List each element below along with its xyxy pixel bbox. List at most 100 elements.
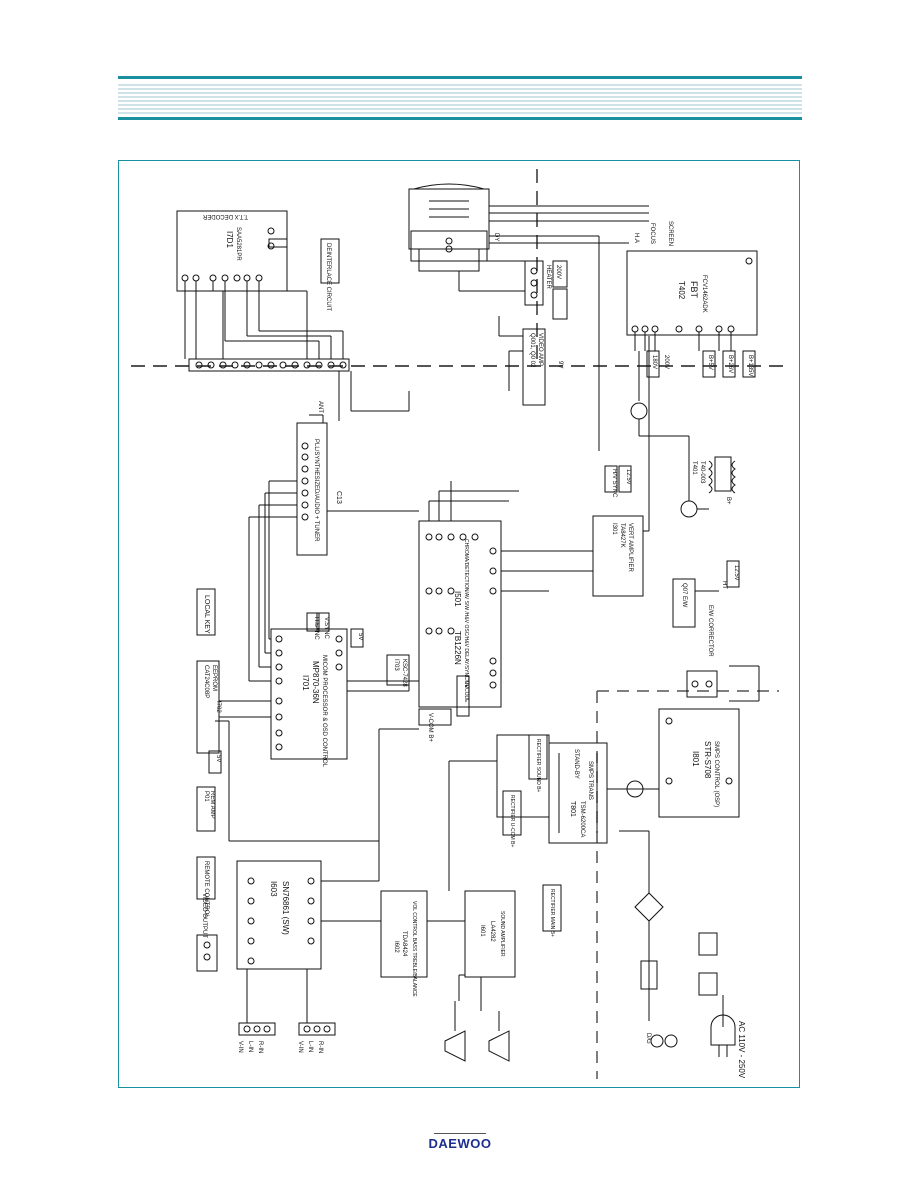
daewoo-logo: DAEWOO [428,1136,492,1151]
micom-part: MP870-36N [311,661,320,704]
sound-ctrl-part: TDA8424 [401,931,407,957]
vert-amp-name: VERT AMPLIFIER [627,523,633,572]
eeprom-block [196,660,220,754]
rectifier-ucom [502,790,522,836]
video-amp-9v: 9V [557,361,563,368]
fbt-out-b135v: B+135V [747,355,753,377]
vert-hv-sync: H/V SYNC [611,469,617,498]
micom-ref: I701 [301,675,310,691]
vert-12v: 12.5V [625,469,631,485]
chroma-ic-block [418,520,502,708]
keypad-ref: I703 [393,659,399,671]
local-key-label: LOCAL KEY [203,595,210,634]
ttx-ref: I7D1 [225,231,234,248]
chroma-vcc: V-COM B+ [427,713,433,742]
vert-amp-part: TA8427K [619,523,625,548]
sound-amp-ref: I601 [479,925,485,937]
rect-main-label: RECTIFIER MAIN B+ [549,889,555,937]
connector-strip [188,358,350,372]
video-amp-block [522,328,546,406]
fbt-out-b26v: B+26V [727,355,733,373]
fbt-block [626,250,758,336]
local-key-block [196,588,216,636]
page-header [118,76,802,120]
micom-block [270,628,348,760]
ew-corrector-block [672,578,696,628]
hdt-part: T40-003 [699,461,705,484]
smps-trans-ref: T801 [569,801,576,817]
fbt-name: FBT [689,281,699,299]
micom-vsync: V.SYNC [323,617,329,639]
sound-ctrl-name: VOL CONTROL BASS TREBLE/BALANCE [411,901,417,997]
heater-label: HEATER [545,265,551,290]
hdt-b: B+ [725,497,731,505]
rca2-rin: R-IN [317,1041,323,1053]
remote-block [196,856,216,900]
tuner-block [296,422,328,556]
deinterlace-block [320,238,340,284]
fbt-out-b5v: B+5V [707,355,713,370]
chroma-part: TB1226N [453,631,462,665]
eeprom-part: CAT24C08P [203,665,209,698]
block-diagram: T.T.X DECODER I7D1 SAA5281PR DEINTERLACE… [131,169,789,1079]
video-output-connector [196,934,218,972]
ac-input-label: AC 110V - 250V [737,1021,746,1079]
sound-ctrl-ref: I602 [393,941,399,953]
rem-amp-block [196,786,216,832]
smps-standby: STAND-BY [573,749,579,779]
fbt-ref: T402 [677,281,686,300]
keypad-part: KSC-7428 [401,659,407,687]
rca-input-1 [238,1022,276,1036]
deinterlace-label: DEINTERLACE CIRCUIT [325,243,331,311]
vert-amp-ref: I301 [611,523,617,535]
hdt-ref: T401 [691,461,697,475]
chroma-9v: 9V [463,681,469,688]
rca-input-2 [298,1022,336,1036]
micom-hsync: H.SYNC [313,617,319,640]
tuner-name: PLL/SYNTHESIZED/AUDIO + TUNER [313,439,319,542]
eeprom-5v: 5V [215,755,221,762]
smps-trans-part: TSM-6200CA [579,801,585,837]
heater-connector [524,260,544,306]
rca1-vin: V-IN [237,1041,243,1053]
rectifier-group [496,734,550,818]
vertical-amp-block [592,515,644,597]
rca2-lin: L-IN [307,1041,313,1052]
ew-12v: 12.5V [733,565,739,581]
eeprom-name: EEPROM [211,665,217,691]
rem-ref: P01 [203,791,209,802]
sound-control-block [380,890,428,978]
sound-amp-part: LA4282 [489,921,495,942]
rca2-vin: V-IN [297,1041,303,1053]
fbt-out-180v: 180V [651,355,657,369]
ew-ref: Q07 E/W [681,583,687,608]
speaker-right [488,1030,510,1062]
fbt-ha: H.A [633,233,639,243]
smps-control-block [658,708,740,818]
dg-label: D/G [645,1033,651,1044]
av-switch-ref: I603 [269,881,278,897]
ttx-title: T.T.X DECODER [202,213,248,219]
bridge-rectifier [634,892,664,922]
smps-ctrl-ref: I801 [691,751,700,767]
chroma-ref: I501 [453,591,462,607]
footer-rule [434,1133,486,1134]
remote-label: REMOTE CONTROL [203,861,209,918]
fbt-screen: SCREEN [667,221,673,246]
ew-ht: HT [721,581,727,589]
fbt-part: FCV1462ADK [701,275,707,313]
video-amp-name: VIDEO AMP [537,333,543,366]
video-output-label: VIDEO OUTPUT [201,893,207,938]
sound-amp-block [464,890,516,978]
crt-200v: 200V [555,265,561,279]
av-switch-part: SN76861 (SW) [281,881,290,935]
smps-ctrl-part: STR-S708 [703,741,712,779]
ant-label: ANT [317,401,323,413]
schematic-frame: T.T.X DECODER I7D1 SAA5281PR DEINTERLACE… [118,160,800,1088]
micom-5v: 5V [357,633,363,640]
rem-name: REM AMP [209,791,215,819]
hdt-transformer [708,460,713,494]
rectifier-main [542,884,562,932]
ew-name: E/W CORRECTOR [707,605,713,657]
rca1-rin: R-IN [257,1041,263,1053]
